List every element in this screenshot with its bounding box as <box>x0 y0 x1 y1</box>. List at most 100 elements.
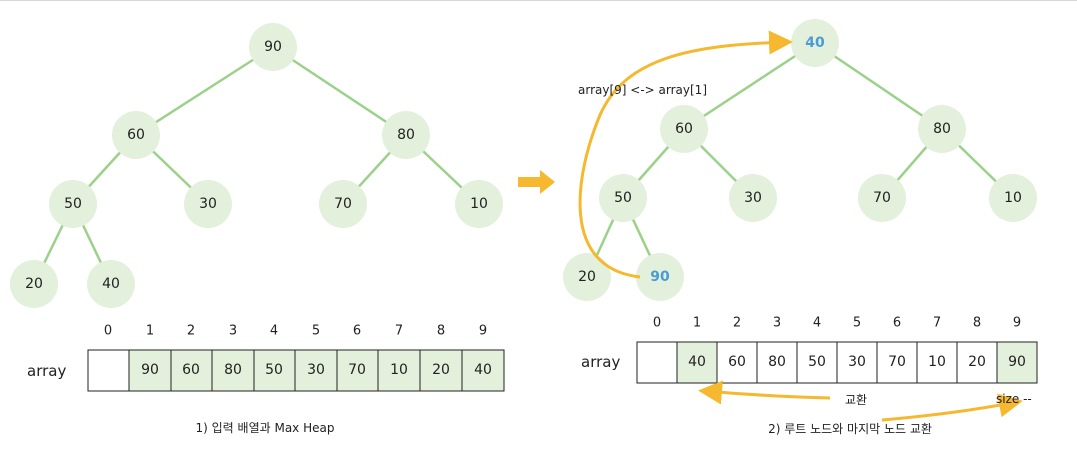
heap-node: 70 <box>858 174 906 222</box>
heap-node: 70 <box>319 180 367 228</box>
heap-node: 30 <box>184 180 232 228</box>
node-label: 40 <box>805 35 825 51</box>
top-divider <box>0 0 1077 1</box>
array-index: 2 <box>733 316 741 331</box>
array-value: 60 <box>728 354 746 370</box>
panel-2-edges <box>585 41 1014 278</box>
array-value: 70 <box>348 362 366 378</box>
heap-node: 90 <box>249 23 297 71</box>
edge-90-80 <box>272 45 407 137</box>
array-label: array <box>581 353 620 371</box>
heap-node: 20 <box>563 253 611 301</box>
node-label: 10 <box>470 196 488 212</box>
node-label: 70 <box>873 190 891 206</box>
swap-arrow-icon <box>578 30 793 279</box>
array-value: 20 <box>968 354 986 370</box>
panel-2-nodes: 40 60 80 50 30 70 10 20 90 <box>563 19 1037 301</box>
panel-2-array: 40 60 80 50 30 70 10 20 90 <box>636 341 1038 384</box>
panel-1-edges <box>32 45 480 285</box>
array-cell <box>128 349 172 392</box>
array-value: 40 <box>474 362 492 378</box>
array-cell <box>87 349 130 392</box>
swap-label: array[9] <-> array[1] <box>578 83 707 97</box>
array-value: 80 <box>768 354 786 370</box>
size-decrement-label: size -- <box>996 392 1032 406</box>
heap-node: 60 <box>112 111 160 159</box>
heap-node: 20 <box>10 260 58 308</box>
heap-node: 50 <box>49 180 97 228</box>
array-value: 50 <box>808 354 826 370</box>
node-label: 70 <box>334 196 352 212</box>
node-label: 30 <box>199 196 217 212</box>
array-index: 6 <box>893 316 901 331</box>
node-label: 60 <box>127 127 145 143</box>
array-value: 90 <box>141 362 159 378</box>
array-index: 3 <box>773 316 781 331</box>
array-value: 40 <box>688 354 706 370</box>
array-value: 90 <box>1008 354 1026 370</box>
node-label: 10 <box>1004 190 1022 206</box>
array-value: 30 <box>848 354 866 370</box>
edge-90-60 <box>135 45 274 137</box>
node-label: 20 <box>578 269 596 285</box>
array-cell <box>836 341 878 384</box>
panel-2-caption: 2) 루트 노드와 마지막 노드 교환 <box>768 422 932 436</box>
heap-node: 80 <box>918 105 966 153</box>
array-index: 9 <box>1013 316 1021 331</box>
array-index: 5 <box>853 316 861 331</box>
array-index: 4 <box>813 316 821 331</box>
array-value: 70 <box>888 354 906 370</box>
array-index: 7 <box>933 316 941 331</box>
array-cell <box>716 341 758 384</box>
array-index: 5 <box>312 324 320 339</box>
array-value: 10 <box>390 362 408 378</box>
heap-node: 50 <box>599 174 647 222</box>
array-value: 10 <box>928 354 946 370</box>
array-cell <box>676 341 718 384</box>
array-cell <box>294 349 338 392</box>
array-cell <box>377 349 421 392</box>
node-label: 80 <box>933 121 951 137</box>
array-cell <box>796 341 838 384</box>
array-cell <box>956 341 998 384</box>
heap-node: 40 <box>87 260 135 308</box>
exchange-label: 교환 <box>845 393 867 407</box>
transition-arrow-icon <box>518 170 555 194</box>
node-label: 50 <box>64 196 82 212</box>
array-cell <box>916 341 958 384</box>
array-index: 4 <box>270 324 278 339</box>
node-label: 40 <box>102 276 120 292</box>
node-label: 60 <box>675 121 693 137</box>
node-label: 90 <box>264 39 282 55</box>
panel-1-caption: 1) 입력 배열과 Max Heap <box>196 421 335 435</box>
node-label: 50 <box>614 190 632 206</box>
array-value: 60 <box>182 362 200 378</box>
array-index: 9 <box>479 324 487 339</box>
heap-node: 60 <box>660 105 708 153</box>
node-label: 30 <box>744 190 762 206</box>
array-value: 80 <box>224 362 242 378</box>
panel-2-array-indices: 0 1 2 3 4 5 6 7 8 9 <box>653 316 1021 331</box>
array-label: array <box>27 362 66 380</box>
exchange-arrow-left-icon <box>698 380 831 405</box>
exchange-arrow-right-icon <box>881 393 1023 422</box>
heap-node: 10 <box>455 180 503 228</box>
array-cell <box>211 349 255 392</box>
edge-40-60 <box>683 41 816 131</box>
heap-node: 80 <box>382 111 430 159</box>
array-index: 6 <box>353 324 361 339</box>
array-index: 0 <box>104 324 112 339</box>
heap-node: 30 <box>729 174 777 222</box>
panel-1-nodes: 90 60 80 50 30 70 10 20 40 <box>10 23 503 308</box>
heap-node: 10 <box>989 174 1037 222</box>
array-index: 2 <box>187 324 195 339</box>
array-index: 7 <box>395 324 403 339</box>
array-cell <box>996 341 1038 384</box>
array-value: 50 <box>265 362 283 378</box>
array-index: 1 <box>146 324 154 339</box>
heap-node-root: 40 <box>791 19 839 67</box>
array-index: 8 <box>973 316 981 331</box>
array-cell <box>756 341 798 384</box>
array-value: 20 <box>432 362 450 378</box>
